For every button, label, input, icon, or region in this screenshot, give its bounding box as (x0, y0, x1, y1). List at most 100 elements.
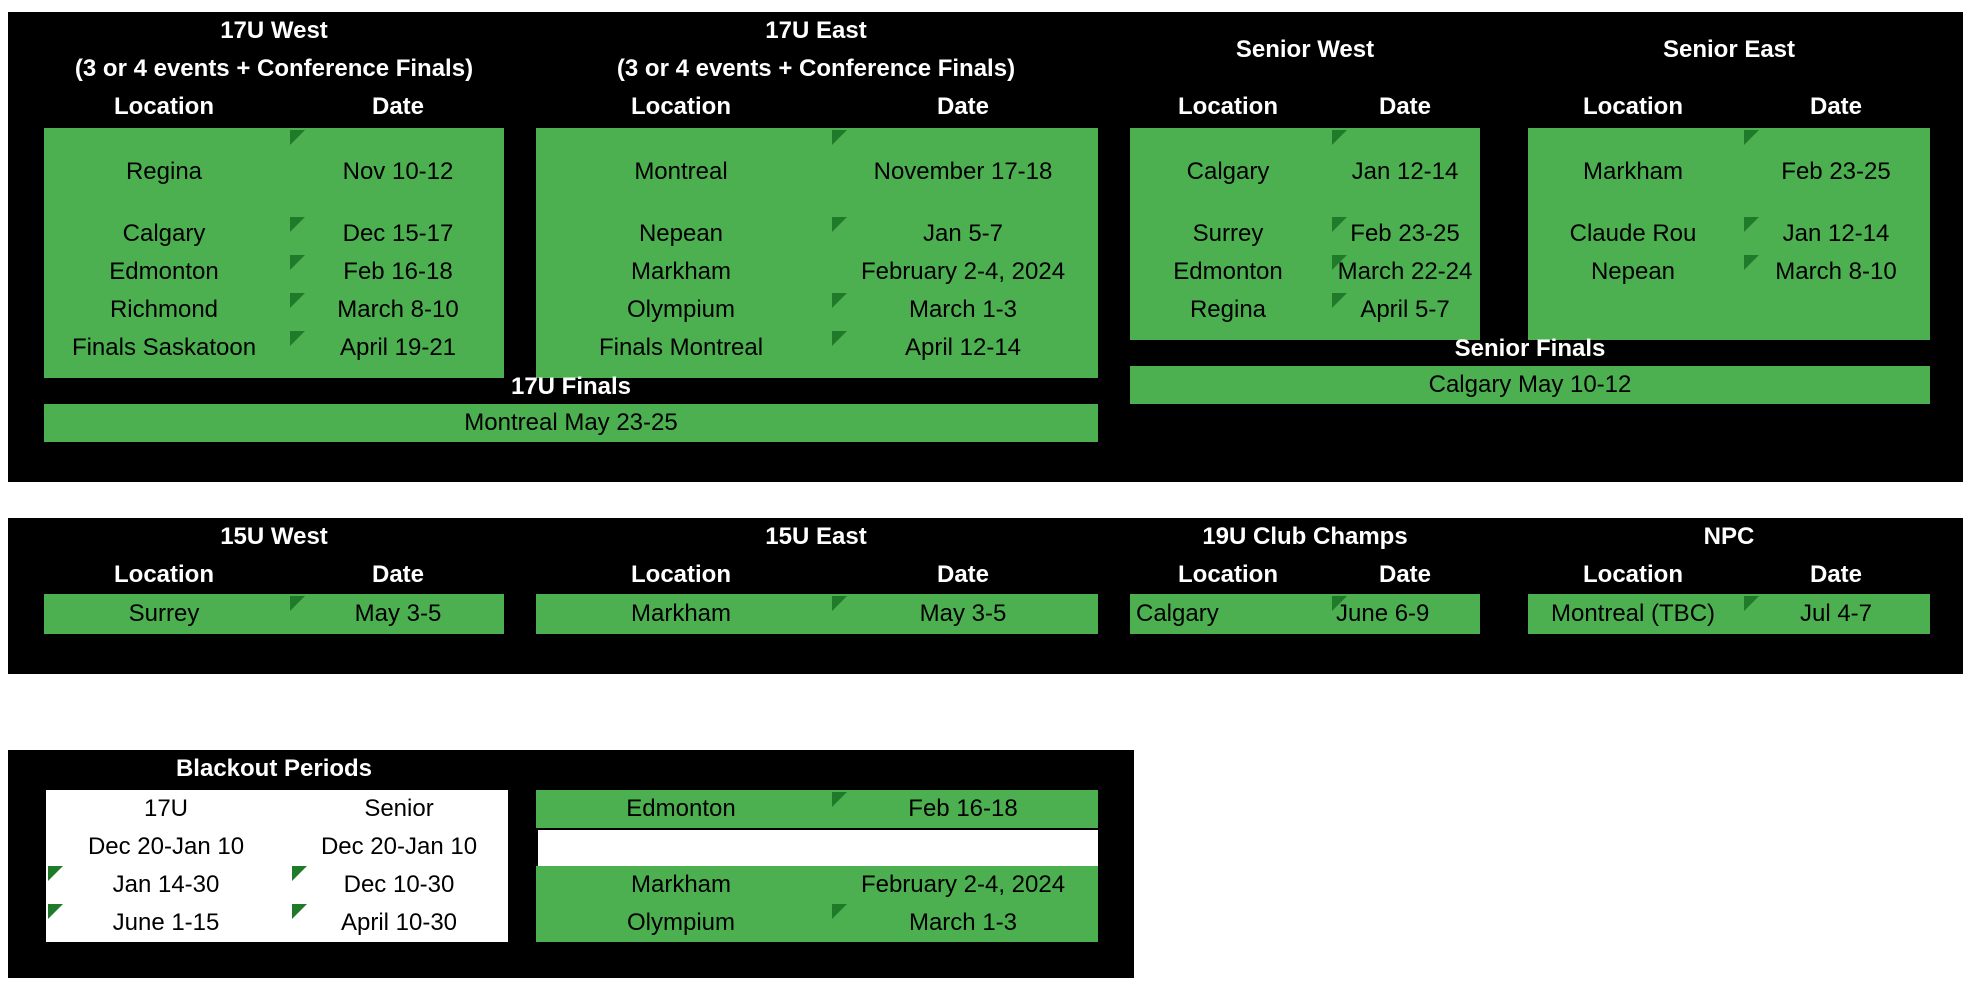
se-row-location[interactable]: Markham (1582, 158, 1684, 185)
npc-date[interactable]: Jul 4-7 (1799, 600, 1873, 627)
se-row-date[interactable]: Feb 23-25 (1781, 158, 1891, 185)
w17-row-location[interactable]: Richmond (109, 296, 219, 323)
w17-row-date[interactable]: Feb 16-18 (343, 258, 453, 285)
w17-row-date[interactable]: March 8-10 (337, 296, 459, 323)
e17-subtitle: (3 or 4 events + Conference Finals) (616, 55, 1016, 82)
side-list-empty-row[interactable] (538, 830, 1098, 866)
sw-row-location[interactable]: Surrey (1192, 220, 1264, 247)
finals17-value[interactable]: Montreal May 23-25 (464, 409, 678, 436)
comment-marker-icon[interactable] (1332, 255, 1347, 270)
se-row-location[interactable]: Claude Rou (1569, 220, 1697, 247)
w17-col-location: Location (114, 93, 214, 120)
e17-row-location[interactable]: Markham (630, 258, 732, 285)
se-col-date: Date (1809, 93, 1863, 120)
comment-marker-icon[interactable] (1332, 293, 1347, 308)
se-col-location: Location (1583, 93, 1683, 120)
e17-col-date: Date (936, 93, 990, 120)
side-list-location[interactable]: Markham (630, 871, 732, 898)
club19-location[interactable]: Calgary (1136, 600, 1219, 627)
sw-title: Senior West (1235, 36, 1375, 63)
w15-location[interactable]: Surrey (128, 600, 200, 627)
comment-marker-icon[interactable] (292, 904, 307, 919)
e17-title: 17U East (765, 17, 867, 44)
side-list-location[interactable]: Edmonton (626, 795, 736, 822)
e15-location[interactable]: Markham (630, 600, 732, 627)
w17-row-date[interactable]: Dec 15-17 (342, 220, 454, 247)
e15-table (536, 594, 1098, 634)
w17-title: 17U West (220, 17, 328, 44)
e17-row-location[interactable]: Olympium (626, 296, 735, 323)
sw-col-location: Location (1178, 93, 1278, 120)
e17-row-location[interactable]: Finals Montreal (598, 334, 764, 361)
w15-title: 15U West (220, 523, 328, 550)
blackout-title: Blackout Periods (175, 755, 373, 782)
sw-row-location[interactable]: Regina (1189, 296, 1267, 323)
e17-row-date[interactable]: April 12-14 (904, 334, 1022, 361)
blackout-row-17u[interactable]: Jan 14-30 (112, 871, 220, 898)
comment-marker-icon[interactable] (290, 331, 305, 346)
se-row-date[interactable]: March 8-10 (1775, 258, 1897, 285)
comment-marker-icon[interactable] (48, 904, 63, 919)
w15-date[interactable]: May 3-5 (354, 600, 442, 627)
npc-location[interactable]: Montreal (TBC) (1550, 600, 1716, 627)
comment-marker-icon[interactable] (832, 596, 847, 611)
comment-marker-icon[interactable] (832, 293, 847, 308)
w17-row-location[interactable]: Edmonton (109, 258, 219, 285)
comment-marker-icon[interactable] (290, 255, 305, 270)
comment-marker-icon[interactable] (1332, 130, 1347, 145)
w17-row-date[interactable]: Nov 10-12 (342, 158, 454, 185)
e17-row-date[interactable]: March 1-3 (908, 296, 1018, 323)
blackout-row-17u[interactable]: Dec 20-Jan 10 (87, 833, 245, 860)
e17-row-date[interactable]: Jan 5-7 (922, 220, 1004, 247)
comment-marker-icon[interactable] (832, 331, 847, 346)
npc-title: NPC (1703, 523, 1755, 550)
side-list-date[interactable]: Feb 16-18 (908, 795, 1018, 822)
se-row-date[interactable]: Jan 12-14 (1782, 220, 1890, 247)
w17-row-location[interactable]: Calgary (122, 220, 206, 247)
comment-marker-icon[interactable] (290, 217, 305, 232)
w17-row-location[interactable]: Regina (125, 158, 203, 185)
w17-row-location[interactable]: Finals Saskatoon (71, 334, 257, 361)
club19-date[interactable]: June 6-9 (1336, 600, 1430, 627)
blackout-block: Blackout Periods 17U Senior Dec 20-Jan 1… (8, 750, 1134, 978)
side-list-date[interactable]: March 1-3 (908, 909, 1018, 936)
comment-marker-icon[interactable] (1332, 217, 1347, 232)
comment-marker-icon[interactable] (832, 217, 847, 232)
senior-finals-value[interactable]: Calgary May 10-12 (1428, 371, 1632, 398)
sw-row-date[interactable]: Feb 23-25 (1350, 220, 1460, 247)
e17-row-location[interactable]: Montreal (634, 158, 728, 185)
w17-row-date[interactable]: April 19-21 (339, 334, 457, 361)
side-list-date[interactable]: February 2-4, 2024 (860, 871, 1066, 898)
comment-marker-icon[interactable] (292, 866, 307, 881)
comment-marker-icon[interactable] (832, 792, 847, 807)
sw-row-date[interactable]: April 5-7 (1360, 296, 1450, 323)
comment-marker-icon[interactable] (48, 866, 63, 881)
e17-row-location[interactable]: Nepean (638, 220, 724, 247)
comment-marker-icon[interactable] (1744, 255, 1759, 270)
npc-col-date: Date (1809, 561, 1863, 588)
comment-marker-icon[interactable] (1744, 596, 1759, 611)
blackout-row-17u[interactable]: June 1-15 (112, 909, 220, 936)
sw-row-location[interactable]: Calgary (1186, 158, 1270, 185)
blackout-row-senior[interactable]: April 10-30 (340, 909, 458, 936)
e17-row-date[interactable]: November 17-18 (873, 158, 1053, 185)
e17-row-date[interactable]: February 2-4, 2024 (860, 258, 1066, 285)
e15-date[interactable]: May 3-5 (919, 600, 1007, 627)
side-list-location[interactable]: Olympium (626, 909, 735, 936)
sw-row-date[interactable]: March 22-24 (1337, 258, 1473, 285)
club19-col-location: Location (1178, 561, 1278, 588)
blackout-row-senior[interactable]: Dec 20-Jan 10 (320, 833, 478, 860)
comment-marker-icon[interactable] (1744, 217, 1759, 232)
comment-marker-icon[interactable] (832, 130, 847, 145)
se-row-location[interactable]: Nepean (1590, 258, 1676, 285)
comment-marker-icon[interactable] (832, 904, 847, 919)
se-table (1528, 128, 1930, 340)
blackout-row-senior[interactable]: Dec 10-30 (343, 871, 455, 898)
comment-marker-icon[interactable] (290, 596, 305, 611)
comment-marker-icon[interactable] (1744, 130, 1759, 145)
comment-marker-icon[interactable] (290, 293, 305, 308)
sw-row-location[interactable]: Edmonton (1173, 258, 1283, 285)
comment-marker-icon[interactable] (1332, 596, 1347, 611)
comment-marker-icon[interactable] (290, 130, 305, 145)
sw-row-date[interactable]: Jan 12-14 (1351, 158, 1459, 185)
